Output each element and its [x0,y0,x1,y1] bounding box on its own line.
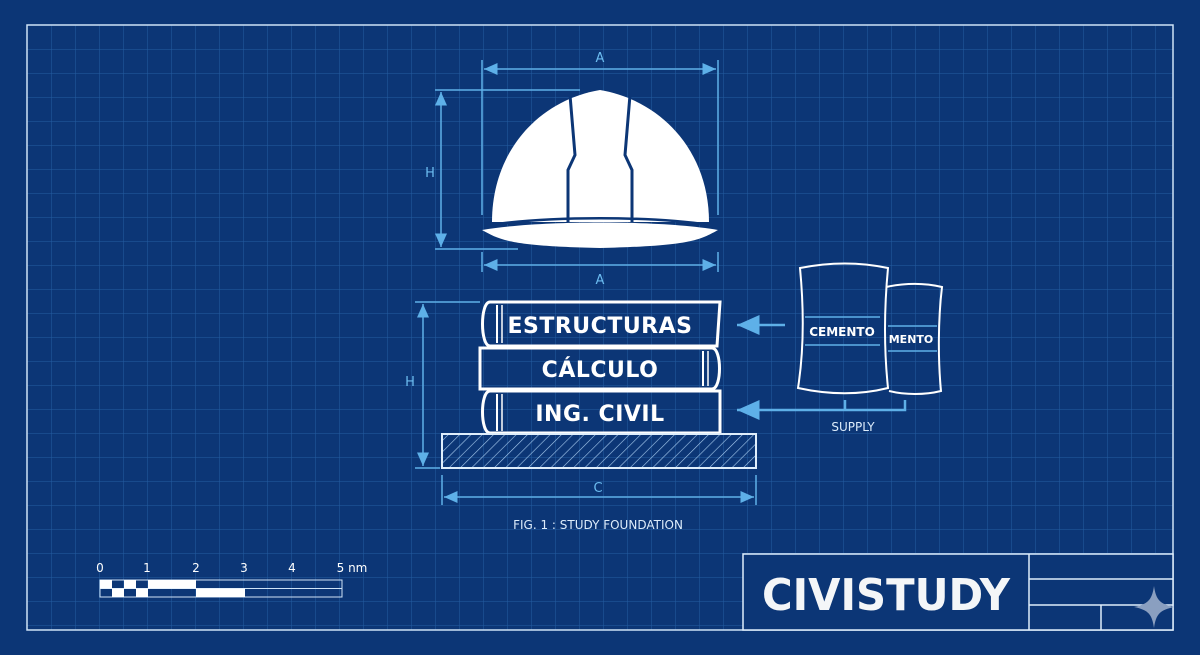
hard-hat-icon [482,90,718,248]
book-title: CÁLCULO [542,357,659,383]
scale-tick-label: 5 nm [337,561,368,575]
title-block: CIVISTUDY [742,553,1174,631]
helmet-width-label-top: A [596,51,605,66]
brand-logo: CIVISTUDY [762,570,1011,621]
helmet-dimensions: A H A [425,51,719,288]
supply-arrows: SUPPLY [737,315,907,434]
cement-bags-icon: CEMENTO MENTO [796,262,944,395]
book-title: ING. CIVIL [535,402,664,427]
stack-dimensions: H C [405,301,757,505]
book-title: ESTRUCTURAS [507,314,692,339]
scale-bar: 0 1 2 3 4 5 nm [96,561,368,598]
base-width-label: C [593,481,602,496]
book-estructuras: ESTRUCTURAS [481,300,722,348]
book-ing-civil: ING. CIVIL [481,389,722,435]
helmet-height-label: H [425,166,435,181]
scale-tick-label: 0 [96,561,104,575]
figure-caption: FIG. 1 : STUDY FOUNDATION [513,518,683,532]
scale-tick-label: 3 [240,561,248,575]
scale-tick-label: 1 [143,561,151,575]
scale-tick-label: 2 [192,561,200,575]
supply-label: SUPPLY [831,420,875,434]
stack-height-label: H [405,375,415,390]
bag-label: MENTO [889,333,934,346]
helmet-width-label-bottom: A [596,273,605,288]
foundation-slab [441,433,757,469]
sparkle-icon [1134,586,1174,628]
drawing-frame [26,24,1174,631]
scale-tick-label: 4 [288,561,296,575]
bag-label: CEMENTO [809,325,875,339]
